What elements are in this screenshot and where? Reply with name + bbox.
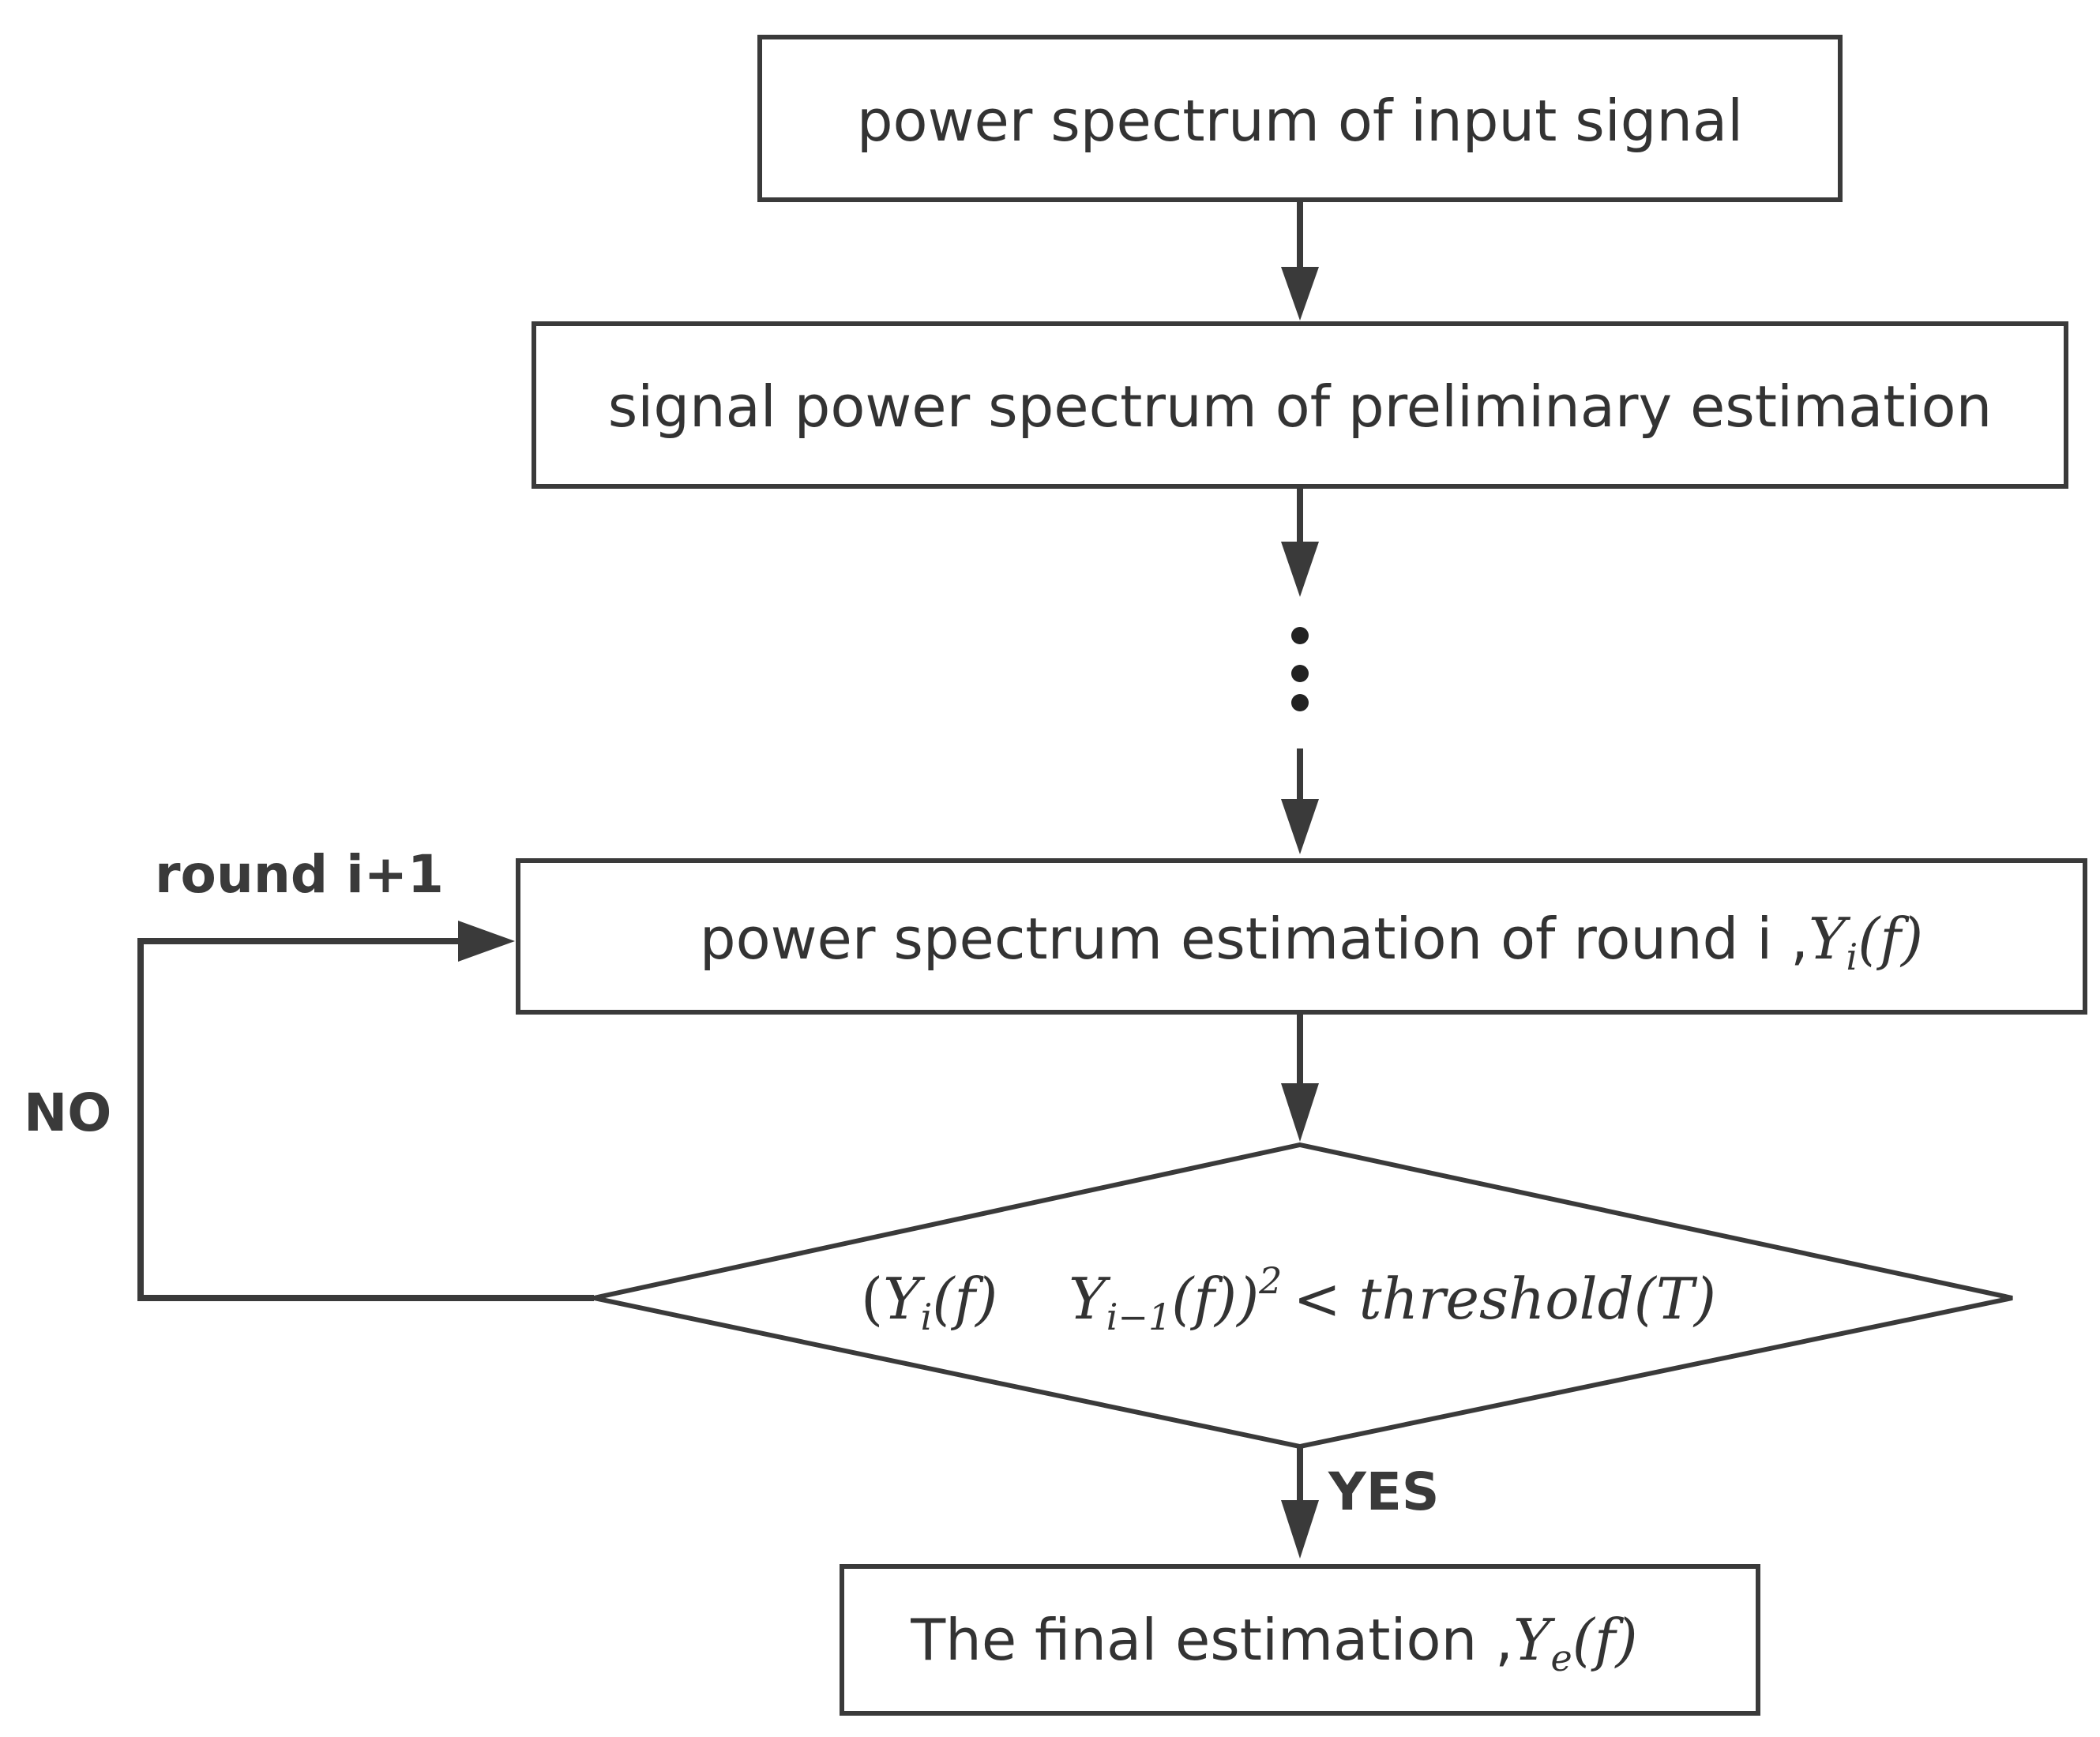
yes-label: YES bbox=[1328, 1461, 1439, 1522]
round-i-math: Yi(f) bbox=[1809, 906, 1923, 978]
box-round-i-estimation: power spectrum estimation of round i , Y… bbox=[516, 858, 2087, 1015]
box-final-estimation: The final estimation , Ye(f) bbox=[840, 1564, 1760, 1716]
decision-condition: (Yi(f)Yi−1(f))2< threshold(T) bbox=[861, 1259, 1716, 1338]
arrow-preliminary-to-ellipsis bbox=[1281, 486, 1319, 597]
box-final-label: The final estimation , bbox=[910, 1607, 1513, 1673]
decision-diamond: (Yi(f)Yi−1(f))2< threshold(T) bbox=[593, 1142, 2013, 1450]
loop-label: round i+1 bbox=[155, 844, 444, 905]
ellipsis-dots bbox=[1291, 627, 1309, 711]
box-input-signal: power spectrum of input signal bbox=[757, 35, 1843, 202]
box-round-i-label: power spectrum estimation of round i , bbox=[700, 906, 1809, 972]
arrow-no-loop bbox=[137, 921, 594, 1301]
arrow-yes bbox=[1281, 1446, 1319, 1559]
box-preliminary-estimation: signal power spectrum of preliminary est… bbox=[532, 321, 2068, 489]
final-math: Ye(f) bbox=[1513, 1607, 1638, 1679]
box-input-signal-label: power spectrum of input signal bbox=[857, 88, 1743, 154]
arrow-ellipsis-to-round-i bbox=[1281, 748, 1319, 854]
box-preliminary-label: signal power spectrum of preliminary est… bbox=[608, 373, 1992, 440]
no-label: NO bbox=[24, 1082, 111, 1143]
arrow-input-to-preliminary bbox=[1281, 200, 1319, 321]
arrow-round-i-to-decision bbox=[1281, 1012, 1319, 1142]
